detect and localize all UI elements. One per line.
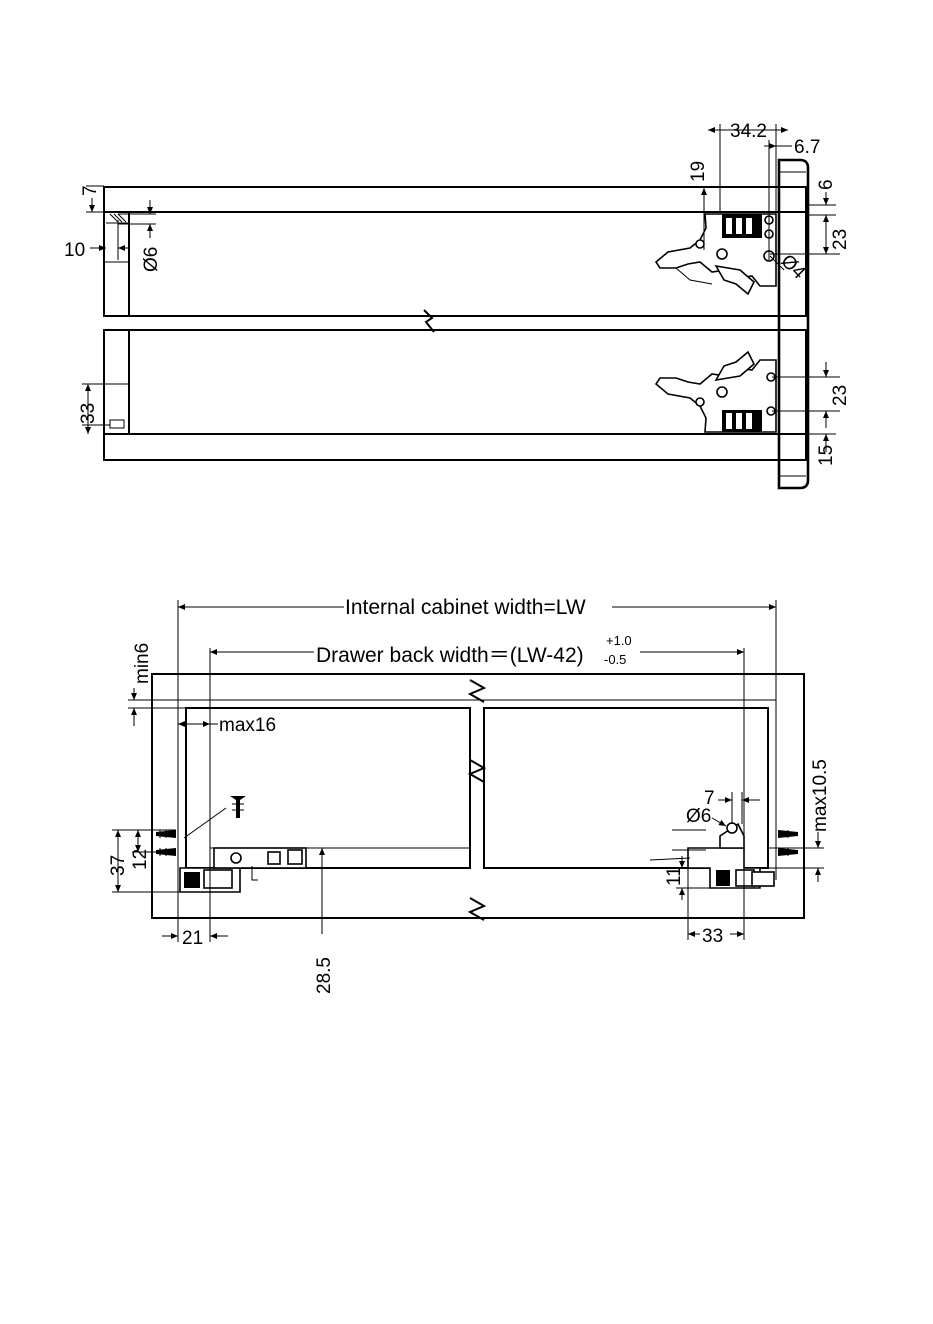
dim-28-5-label: 28.5 <box>314 957 335 994</box>
dim-phi6-front: Ø6 <box>686 806 726 827</box>
drawer-back-tolerance-plus: +1.0 <box>606 633 632 648</box>
dim-6: 6 <box>808 179 837 215</box>
dim-34-2: 34.2 <box>708 121 788 212</box>
dim-max16: max16 <box>178 715 276 736</box>
dim-drawer-back-width: Drawer back width＝(LW-42) +1.0 -0.5 <box>210 633 744 708</box>
dim-phi6-top-label: Ø6 <box>141 247 162 272</box>
internal-cabinet-width-label: Internal cabinet width=LW <box>345 596 586 619</box>
top-view: 34.2 6.7 19 6 23 Ø4 <box>64 121 851 488</box>
dim-10-label: 10 <box>64 240 85 261</box>
break-bottom <box>470 898 484 920</box>
dim-6-7-label: 6.7 <box>794 137 820 158</box>
front-view: Internal cabinet width=LW Drawer back wi… <box>108 596 831 994</box>
dim-min6: min6 <box>128 643 186 726</box>
dim-10: 10 <box>64 220 130 261</box>
latch-mechanism-bottom <box>656 352 776 432</box>
screw-upper-left <box>156 830 176 838</box>
dim-max16-label: max16 <box>219 715 276 736</box>
dim-23-top: 23 <box>770 215 851 254</box>
drawer-back-width-label: Drawer back width＝(LW-42) <box>316 644 584 667</box>
dim-23-bottom: 23 <box>772 362 851 428</box>
dim-min6-label: min6 <box>132 643 153 684</box>
dim-21-label: 21 <box>182 928 203 949</box>
break-middle <box>470 760 484 782</box>
dim-15: 15 <box>808 434 837 466</box>
break-symbol <box>424 310 434 332</box>
dim-33-top-label: 33 <box>78 403 99 424</box>
screw-free <box>230 796 246 818</box>
dim-6-label: 6 <box>816 179 837 190</box>
dim-max10-5-label: max10.5 <box>810 759 831 832</box>
dim-phi4-label: Ø4 <box>776 251 809 284</box>
screw-upper-right <box>778 830 798 838</box>
dim-33-top: 33 <box>78 384 110 434</box>
dim-11-label: 11 <box>664 866 685 886</box>
dim-33-front-label: 33 <box>702 926 723 947</box>
dim-28-5: 28.5 <box>314 848 335 994</box>
slide-left <box>180 848 306 892</box>
dim-phi6-front-label: Ø6 <box>686 806 711 827</box>
dim-7-top-label: 7 <box>80 185 101 196</box>
dim-7-top: 7 <box>80 185 104 212</box>
dim-12-label: 12 <box>130 849 151 870</box>
dim-23-top-label: 23 <box>830 229 851 250</box>
drawer-back-tolerance-minus: -0.5 <box>604 652 626 667</box>
dim-34-2-label: 34.2 <box>730 121 767 142</box>
dim-phi6-top: Ø6 <box>118 200 162 272</box>
screw-lower-right <box>778 848 798 856</box>
dim-37-label: 37 <box>108 855 129 876</box>
dim-19-label: 19 <box>688 161 709 182</box>
dim-23-bottom-label: 23 <box>830 385 851 406</box>
dim-max10-5: max10.5 <box>768 759 831 882</box>
front-panel <box>779 160 808 488</box>
break-top <box>470 680 484 702</box>
dim-15-label: 15 <box>816 445 837 466</box>
latch-mechanism-top <box>656 214 776 294</box>
